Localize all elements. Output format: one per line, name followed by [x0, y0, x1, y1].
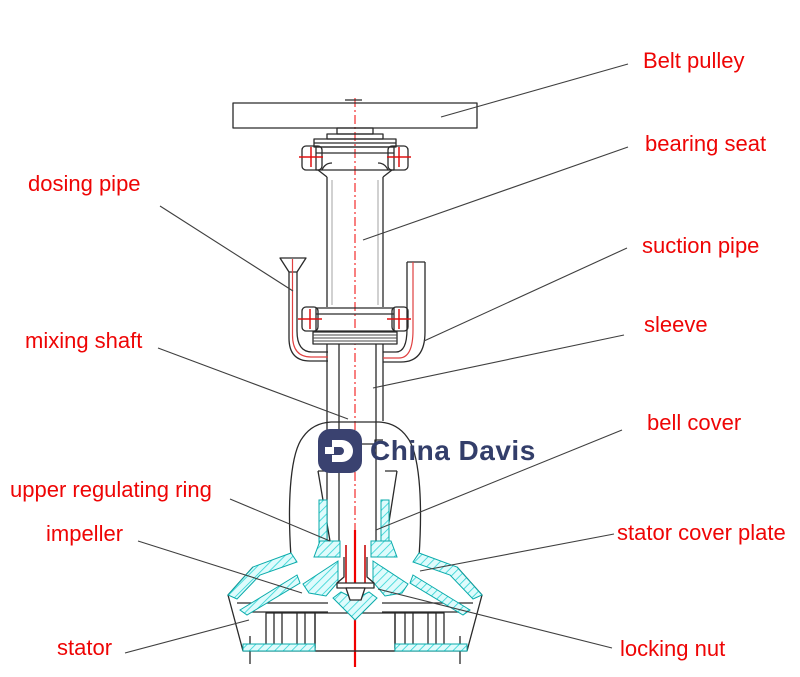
label-bell-cover: bell cover [647, 410, 742, 435]
davis-d-icon [318, 429, 362, 473]
leader-dosing-pipe [159, 205, 294, 292]
label-stator-cover-plate: stator cover plate [617, 520, 786, 545]
label-bearing-seat: bearing seat [645, 131, 767, 156]
leader-bell-cover [375, 429, 623, 531]
bell-cover-part [288, 421, 422, 558]
brand-logo: China Davis [317, 428, 536, 474]
belt-pulley-part [232, 99, 478, 148]
suction-pipe-part [383, 261, 426, 363]
label-impeller: impeller [46, 521, 124, 546]
upper-regulating-ring-part [313, 499, 398, 558]
leader-bearing-seat [362, 146, 629, 241]
label-upper-regulating-ring: upper regulating ring [10, 477, 212, 502]
bearing-seat-part [326, 177, 384, 307]
dosing-pipe-part [279, 257, 328, 362]
hatched-sections [227, 499, 483, 652]
leader-locking-nut [377, 588, 613, 649]
locking-nut-part [336, 545, 375, 601]
label-suction-pipe: suction pipe [642, 233, 760, 258]
brand-name: China Davis [370, 435, 536, 466]
leader-sleeve [372, 334, 625, 389]
leader-suction-pipe [423, 247, 628, 342]
label-belt-pulley: Belt pulley [643, 48, 745, 73]
bearing-cross-marks [298, 147, 411, 329]
leader-stator [124, 619, 250, 654]
label-stator: stator [57, 635, 113, 660]
leader-mixing-shaft [157, 347, 349, 420]
leader-belt-pulley [440, 63, 629, 118]
leader-upper-regulating-ring [229, 498, 331, 542]
leader-stator-cover-plate [419, 533, 615, 572]
label-mixing-shaft: mixing shaft [25, 328, 143, 353]
leader-lines [124, 63, 629, 654]
bearing-housing-upper [301, 145, 409, 178]
leader-impeller [137, 540, 303, 594]
label-locking-nut: locking nut [620, 636, 726, 661]
label-dosing-pipe: dosing pipe [28, 171, 141, 196]
impeller-part [302, 560, 409, 621]
stator-cover-plate-part [227, 552, 483, 652]
label-sleeve: sleeve [644, 312, 708, 337]
